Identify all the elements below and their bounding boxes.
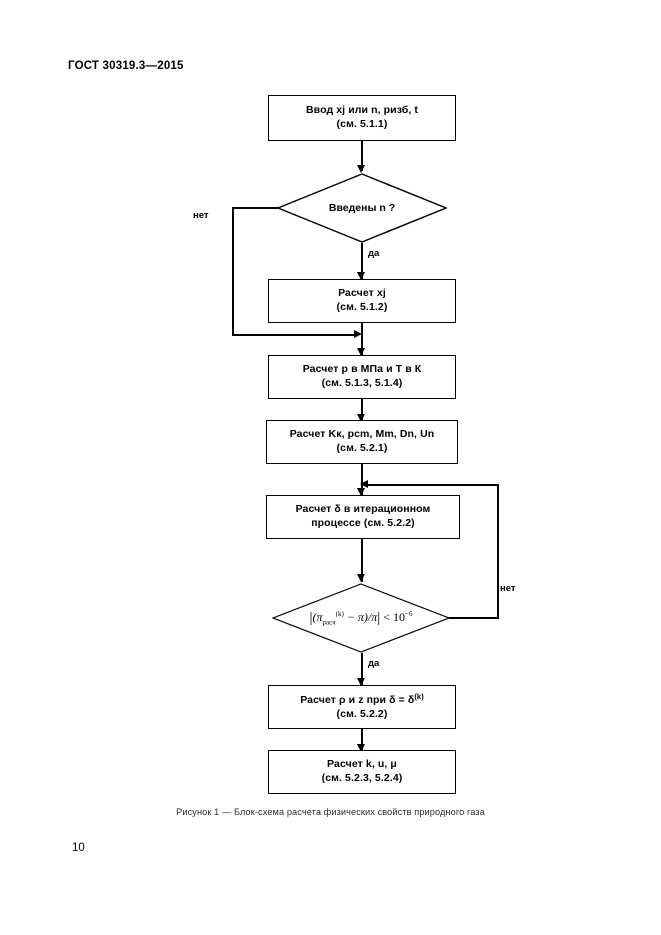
flow-node-calc-xj: Расчет xj (см. 5.1.2) — [268, 279, 456, 323]
arrow-calc-xj-to-calc-p-t — [357, 348, 366, 356]
flow-node-input-line1: Ввод xj или n, pизб, t — [305, 104, 419, 117]
edge-yes-to-calc-xj — [361, 243, 363, 280]
flow-node-calc-kk: Расчет Kк, pсm, Mm, Dn, Un (см. 5.2.1) — [266, 420, 458, 464]
flow-node-calc-k-u-mu-line1: Расчет k, u, μ — [327, 758, 397, 771]
arrow-calc-p-t-to-calc-kk — [357, 414, 366, 422]
flow-node-calc-p-t-line1: Расчет p в МПа и Т в К — [302, 363, 422, 376]
flow-node-calc-p-t-line2: (см. 5.1.3, 5.1.4) — [321, 377, 403, 389]
flow-node-calc-kk-line1: Расчет Kк, pсm, Mm, Dn, Un — [289, 428, 435, 441]
flow-node-decision-converge: |(πрасч(k) − π)/π| < 10−6 — [272, 583, 450, 653]
flow-node-calc-delta: Расчет δ в итерационном процессе (см. 5.… — [266, 495, 460, 539]
flow-node-input-line2: (см. 5.1.1) — [336, 118, 388, 130]
diamond-shape-1 — [277, 173, 447, 243]
edge-no-left-vertical — [232, 207, 234, 334]
edge-label-yes-down-2: да — [368, 658, 380, 669]
edge-no-right-rejoin — [366, 484, 499, 486]
edge-no-left-horizontal — [232, 207, 278, 209]
flow-node-decision-n: Введены n ? — [277, 173, 447, 243]
edge-label-yes-down: да — [368, 248, 380, 259]
edge-calc-kk-to-calc-delta — [361, 464, 363, 496]
flow-node-calc-rho-z: Расчет ρ и z при δ = δ(k) (см. 5.2.2) — [268, 685, 456, 729]
diamond-shape-2 — [272, 583, 450, 653]
arrow-no-left-rejoin — [354, 330, 362, 339]
flow-node-calc-k-u-mu: Расчет k, u, μ (см. 5.2.3, 5.2.4) — [268, 750, 456, 794]
arrow-input-to-decision — [357, 165, 366, 173]
edge-input-to-decision — [361, 141, 363, 171]
edge-calc-xj-to-calc-p-t — [361, 323, 363, 356]
flow-node-calc-k-u-mu-line2: (см. 5.2.3, 5.2.4) — [321, 772, 403, 784]
edge-no-right-horizontal — [449, 617, 499, 619]
document-header: ГОСТ 30319.3—2015 — [68, 60, 184, 72]
flow-node-calc-rho-z-line1: Расчет ρ и z при δ = δ(k) — [300, 692, 424, 707]
edge-no-right-vertical — [497, 484, 499, 618]
flow-node-decision-n-label: Введены n ? — [328, 202, 396, 214]
flow-node-calc-p-t: Расчет p в МПа и Т в К (см. 5.1.3, 5.1.4… — [268, 355, 456, 399]
flow-node-input: Ввод xj или n, pизб, t (см. 5.1.1) — [268, 95, 456, 141]
edge-calc-delta-to-decision — [361, 539, 363, 582]
edge-no-left-rejoin — [232, 334, 358, 336]
flow-node-calc-xj-line1: Расчет xj — [338, 287, 386, 300]
edge-calc-rho-to-calc-k — [361, 729, 363, 752]
flow-node-calc-xj-line2: (см. 5.1.2) — [336, 301, 388, 313]
flow-node-decision-converge-formula: |(πрасч(k) − π)/π| < 10−6 — [309, 609, 413, 626]
edge-label-no-left: нет — [193, 210, 209, 221]
figure-caption: Рисунок 1 — Блок-схема расчета физически… — [176, 807, 485, 817]
flow-node-calc-delta-line1: Расчет δ в итерационном — [295, 503, 431, 516]
flow-node-calc-rho-z-line2: (см. 5.2.2) — [336, 708, 388, 720]
edge-label-no-right: нет — [500, 583, 516, 594]
page-number: 10 — [72, 842, 85, 854]
flow-node-calc-kk-line2: (см. 5.2.1) — [336, 442, 388, 454]
arrow-yes-to-calc-xj — [357, 272, 366, 280]
arrow-yes-to-calc-rho — [357, 678, 366, 686]
flow-node-calc-delta-line2: процессе (см. 5.2.2) — [311, 517, 415, 529]
edge-calc-p-t-to-calc-kk — [361, 399, 363, 422]
edge-yes-to-calc-rho — [361, 653, 363, 686]
arrow-no-right-rejoin — [360, 480, 368, 489]
arrow-calc-delta-to-decision — [357, 574, 366, 582]
arrow-calc-rho-to-calc-k — [357, 744, 366, 752]
arrow-calc-kk-to-calc-delta — [357, 488, 366, 496]
